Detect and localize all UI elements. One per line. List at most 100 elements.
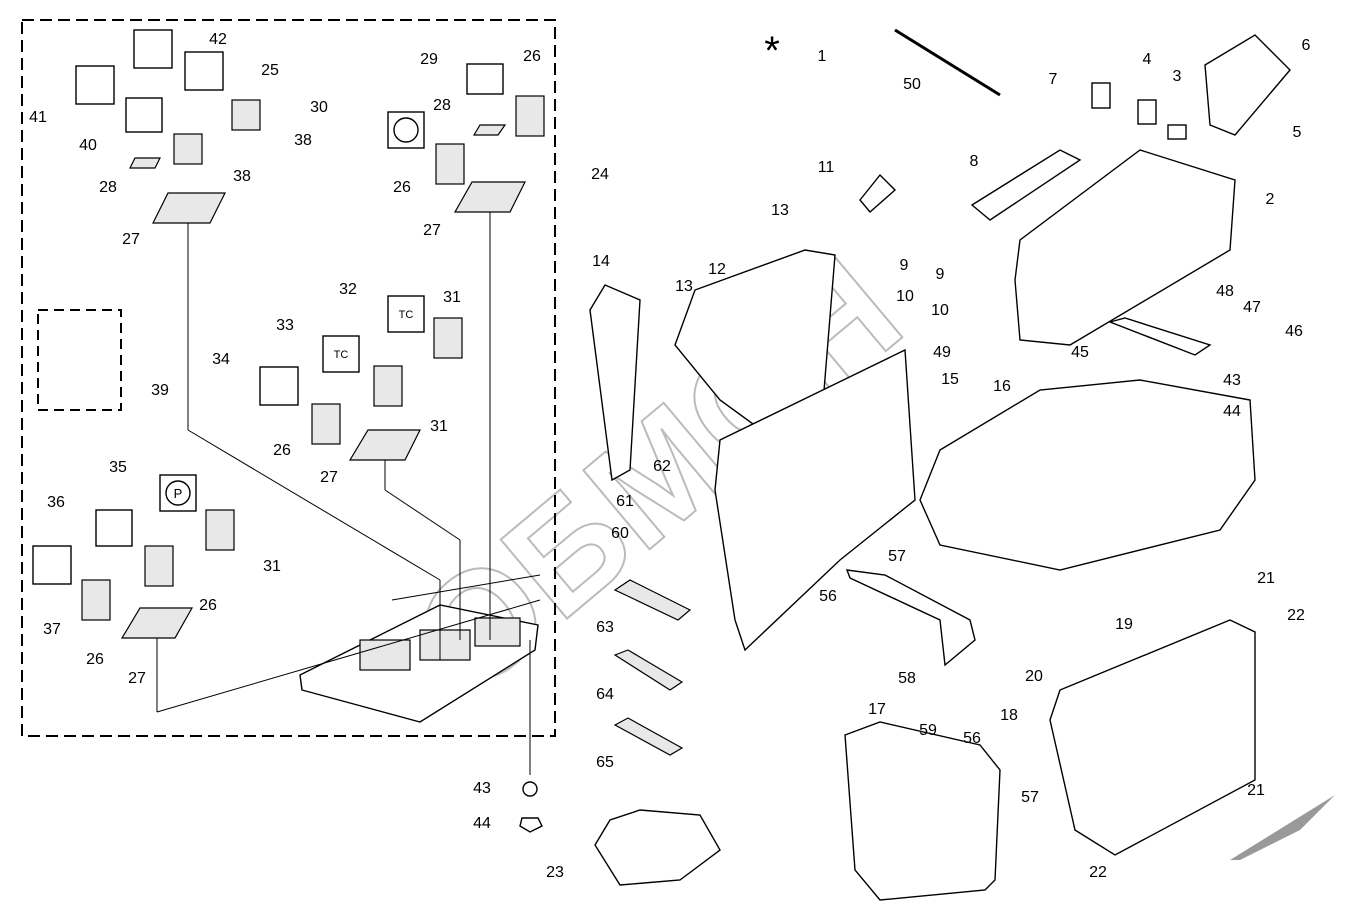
- part-label: 58: [898, 670, 916, 687]
- part-label: 21: [1247, 782, 1265, 799]
- part-label: 10: [896, 288, 914, 305]
- part-label: 44: [1223, 403, 1241, 420]
- key-switch-parts: [1091, 34, 1291, 140]
- part-label: 30: [310, 99, 328, 116]
- frame-panel: [714, 348, 916, 652]
- part-label: 12: [708, 261, 726, 278]
- part-labels: 1 50 7 4 3 6 5 2 8 11 9 10 9 10 13 13 12…: [29, 31, 1310, 881]
- part-label: 13: [675, 278, 693, 295]
- part-label: 20: [1025, 668, 1043, 685]
- part-label: 4: [1143, 51, 1152, 68]
- part-label: 9: [900, 257, 909, 274]
- part-label: 45: [1071, 344, 1089, 361]
- switch-panel: [970, 149, 1082, 221]
- switch-frames: [120, 124, 526, 639]
- part-label: 14: [592, 253, 610, 270]
- seal-strips: [613, 579, 692, 756]
- part-label: 56: [963, 730, 981, 747]
- part-label: 59: [919, 722, 937, 739]
- part-label: 24: [591, 166, 609, 183]
- part-label: 43: [1223, 372, 1241, 389]
- leader-lines-left: [156, 212, 541, 775]
- part-label: 21: [1257, 570, 1275, 587]
- part-label: 3: [1173, 68, 1182, 85]
- part-label: 8: [970, 153, 979, 170]
- part-label: 27: [122, 231, 140, 248]
- part-label: 19: [1115, 616, 1133, 633]
- part-label: 41: [29, 109, 47, 126]
- part-label: 27: [320, 469, 338, 486]
- part-label: 32: [339, 281, 357, 298]
- direction-arrow-icon: [1230, 795, 1335, 860]
- part-label: 15: [941, 371, 959, 388]
- part-label: 49: [933, 344, 951, 361]
- part-label: 57: [888, 548, 906, 565]
- part-label: 44: [473, 815, 491, 832]
- part-label: 40: [79, 137, 97, 154]
- part-label: 42: [209, 31, 227, 48]
- part-label: 48: [1216, 283, 1234, 300]
- part-label: 46: [1285, 323, 1303, 340]
- svg-text:TC: TC: [334, 349, 349, 361]
- part-label: 5: [1293, 124, 1302, 141]
- part-label: 26: [199, 597, 217, 614]
- part-label: 65: [596, 754, 614, 771]
- part-label: 50: [903, 76, 921, 93]
- part-label: 63: [596, 619, 614, 636]
- part-label: 13: [771, 202, 789, 219]
- part-label: 18: [1000, 707, 1018, 724]
- part-label: 26: [523, 48, 541, 65]
- part-label: 38: [233, 168, 251, 185]
- part-label: 35: [109, 459, 127, 476]
- symbol-icons: TC TC P: [32, 29, 504, 585]
- bulb-group-box: [37, 309, 122, 411]
- part-label: 29: [420, 51, 438, 68]
- part-label: 11: [818, 159, 835, 176]
- base-plate: [299, 604, 539, 723]
- kit-group-box: [21, 19, 556, 737]
- bracket: [845, 569, 976, 667]
- control-console: [1014, 149, 1236, 346]
- part-label: 22: [1287, 607, 1305, 624]
- washer: [522, 781, 538, 797]
- part-label: 10: [931, 302, 949, 319]
- part-label: 61: [616, 493, 634, 510]
- support-bracket: [589, 284, 641, 482]
- part-label: 16: [993, 378, 1011, 395]
- part-label: 34: [212, 351, 230, 368]
- part-label: 9: [936, 266, 945, 283]
- part-label: 38: [294, 132, 312, 149]
- part-label: 25: [261, 62, 279, 79]
- sensor: [859, 173, 897, 214]
- svg-text:TC: TC: [399, 309, 414, 321]
- part-label: 57: [1021, 789, 1039, 806]
- part-label: 31: [443, 289, 461, 306]
- part-label: 36: [47, 494, 65, 511]
- part-label: 39: [151, 382, 169, 399]
- part-label: 26: [393, 179, 411, 196]
- end-cover: [844, 721, 1001, 901]
- part-label: 27: [128, 670, 146, 687]
- rocker-switches: [81, 95, 545, 621]
- svg-text:P: P: [174, 486, 183, 501]
- nut: [519, 817, 543, 833]
- part-label: 56: [819, 588, 837, 605]
- part-label: 43: [473, 780, 491, 797]
- part-label: 6: [1302, 37, 1311, 54]
- part-label: 47: [1243, 299, 1261, 316]
- cable-tie: [894, 28, 1001, 97]
- part-label: 26: [273, 442, 291, 459]
- part-label: 1: [818, 48, 827, 65]
- note-marker: *: [764, 29, 780, 73]
- part-label: 64: [596, 686, 614, 703]
- console-cover: [919, 379, 1256, 571]
- joystick-base: [594, 809, 721, 886]
- part-label: 2: [1266, 191, 1275, 208]
- part-label: 23: [546, 864, 564, 881]
- mounting-rail: [1107, 317, 1212, 356]
- part-label: 17: [868, 701, 886, 718]
- part-label: 28: [99, 179, 117, 196]
- part-label: 31: [263, 558, 281, 575]
- part-label: 27: [423, 222, 441, 239]
